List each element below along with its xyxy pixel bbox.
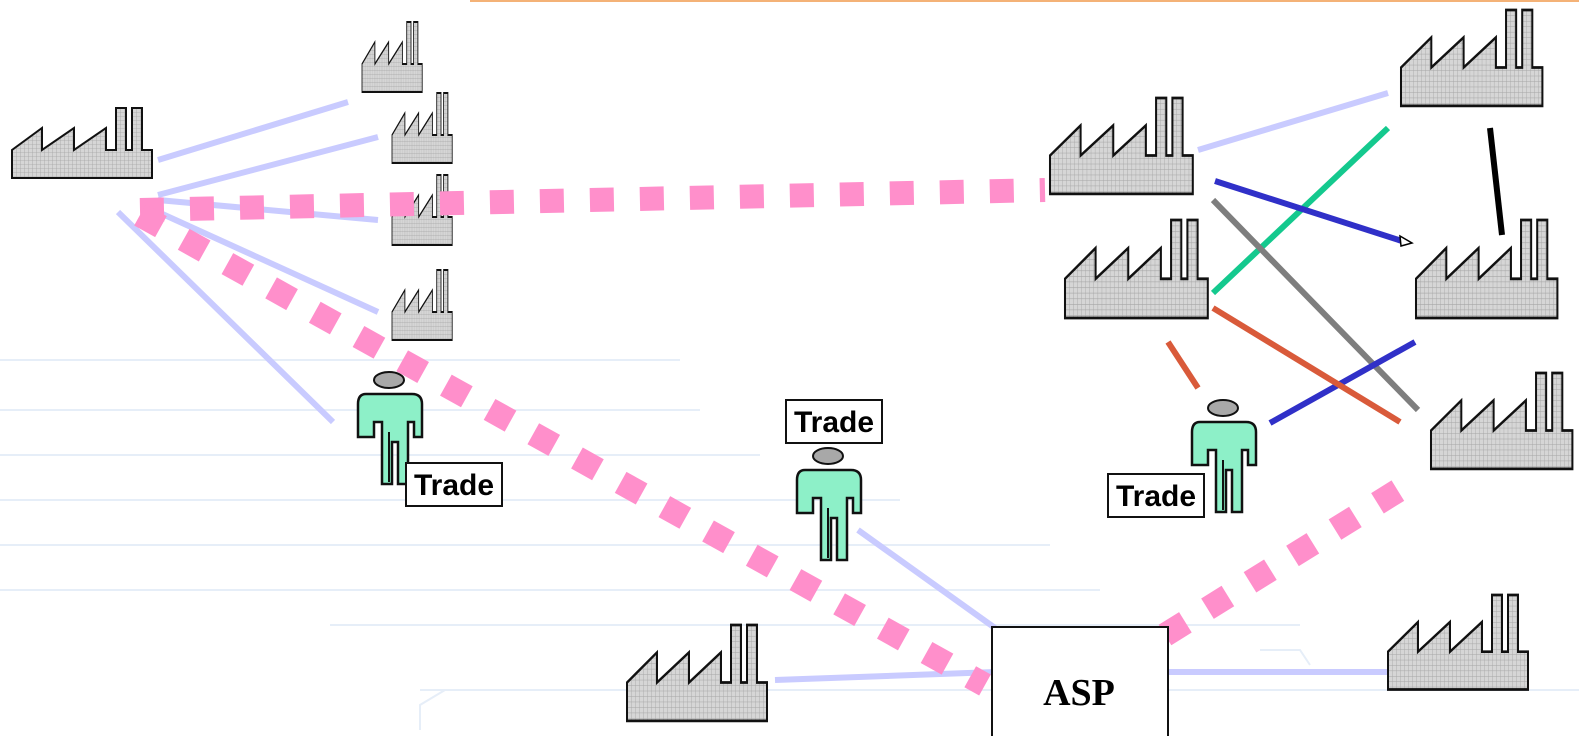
factory-icon — [1399, 8, 1544, 108]
factory-icon — [1048, 96, 1195, 196]
asp-box: ASP — [991, 626, 1169, 736]
factory-icon — [1063, 218, 1210, 320]
factory-icon — [11, 107, 153, 179]
factory-icon — [1429, 371, 1574, 471]
person-icon — [795, 446, 863, 562]
factory-icon — [625, 623, 769, 723]
colored-links — [1165, 125, 1505, 426]
trade-label-left: Trade — [405, 462, 503, 507]
svg-text:Trade: Trade — [414, 469, 494, 502]
pink-dashed-links — [134, 178, 1422, 696]
factory-icon — [391, 92, 454, 164]
factory-icon — [391, 269, 454, 341]
background-lines — [0, 359, 1579, 730]
factory-icon — [361, 21, 424, 93]
svg-text:ASP: ASP — [1043, 672, 1115, 714]
factory-icon — [1386, 593, 1530, 691]
trade-label-right: Trade — [1107, 473, 1205, 518]
svg-text:Trade: Trade — [794, 406, 874, 439]
svg-text:Trade: Trade — [1116, 480, 1196, 513]
arrow-head — [1399, 234, 1414, 247]
factory-icon — [1414, 218, 1559, 320]
trade-label-center: Trade — [785, 399, 883, 444]
